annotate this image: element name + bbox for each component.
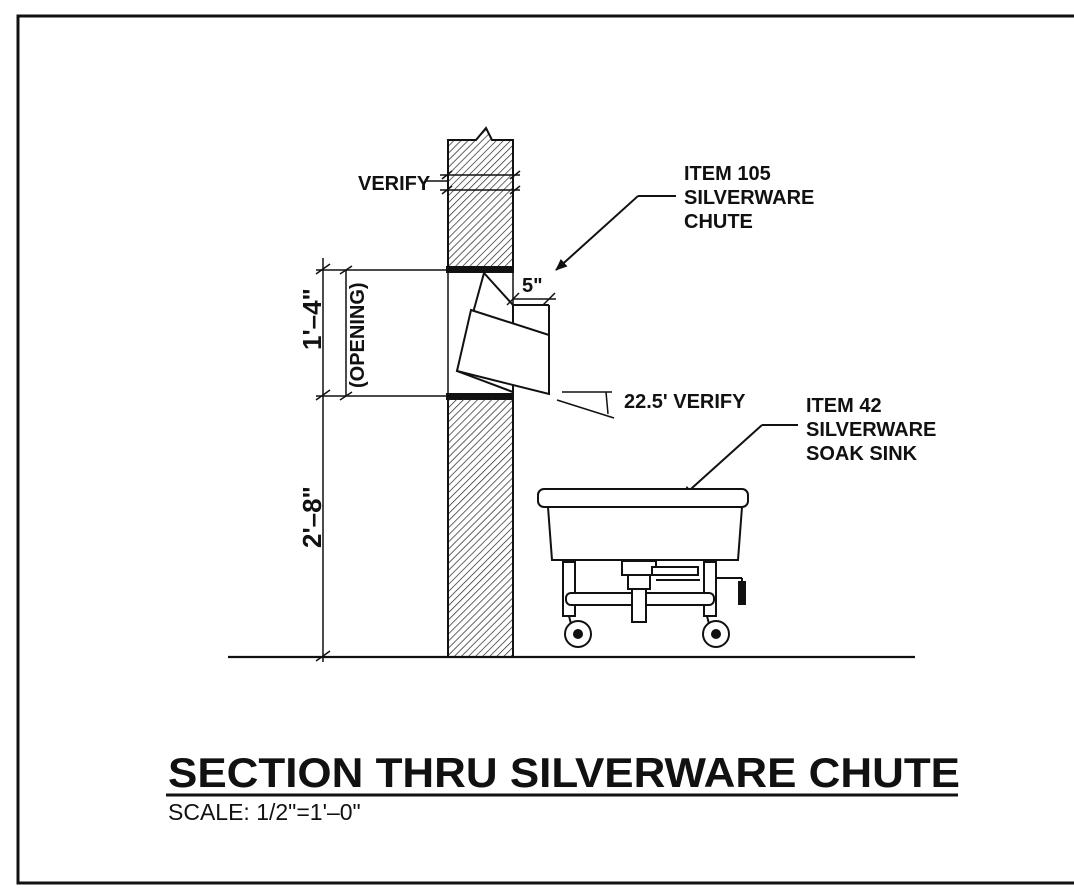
opening-height-label: 1'–4" [297, 288, 327, 350]
wall-section-lower [447, 397, 514, 658]
item-105-callout: ITEM 105 SILVERWARE CHUTE [684, 163, 814, 233]
item-42-line-3: SOAK SINK [806, 443, 918, 465]
item-105-line-2: SILVERWARE [684, 187, 814, 209]
drawing-title: SECTION THRU SILVERWARE CHUTE [168, 749, 960, 796]
sill [446, 393, 514, 400]
silverware-chute [455, 270, 550, 396]
angle-label: 22.5' VERIFY [624, 391, 746, 413]
wall-section-upper [447, 126, 514, 271]
height-dimensions [315, 258, 446, 662]
item-42-line-2: SILVERWARE [806, 419, 936, 441]
item-105-leader [555, 195, 676, 271]
drawing-scale: SCALE: 1/2"=1'–0" [168, 799, 361, 825]
chute-depth-label: 5" [522, 275, 543, 297]
angle-dimension [556, 391, 615, 419]
lintel [446, 266, 514, 273]
verify-label: VERIFY [358, 173, 431, 195]
opening-label: (OPENING) [347, 282, 369, 388]
item-105-line-1: ITEM 105 [684, 163, 771, 185]
item-42-leader [681, 424, 798, 498]
chute-depth-dimension [506, 292, 556, 306]
sill-height-label: 2'–8" [297, 486, 327, 548]
item-42-callout: ITEM 42 SILVERWARE SOAK SINK [806, 395, 936, 465]
sheet-border [16, 14, 1074, 885]
verify-dimension [426, 170, 521, 195]
silverware-soak-sink [537, 488, 749, 648]
item-42-line-1: ITEM 42 [806, 395, 882, 417]
item-105-line-3: CHUTE [684, 211, 753, 233]
